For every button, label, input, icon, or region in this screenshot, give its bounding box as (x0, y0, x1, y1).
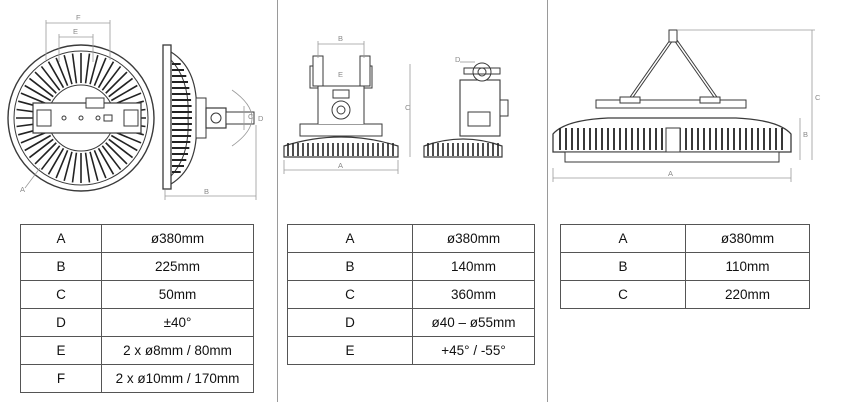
label-F: F (76, 13, 81, 22)
dimension-value: 220mm (685, 280, 810, 309)
label-C: C (815, 93, 821, 102)
panel-1-drawing (7, 20, 257, 200)
dimension-value: 50mm (101, 280, 254, 309)
dimension-value: ø380mm (412, 224, 535, 253)
label-B: B (204, 187, 209, 196)
dimension-key: A (287, 224, 413, 253)
label-A: A (668, 169, 673, 178)
label-B: B (803, 130, 808, 139)
side-view-clamp-fixture (423, 62, 509, 158)
dimension-value: 140mm (412, 252, 535, 281)
panel-2-drawing (283, 41, 509, 174)
dimension-key: D (287, 308, 413, 337)
dimension-key: C (560, 280, 686, 309)
panel-separator-1 (277, 0, 278, 402)
dimension-key: A (560, 224, 686, 253)
dimension-key: C (20, 280, 102, 309)
dimension-key: E (20, 336, 102, 365)
dimension-value: 110mm (685, 252, 810, 281)
label-D: D (258, 114, 264, 123)
label-A: A (338, 161, 343, 170)
panel-3-dimensions (552, 29, 815, 182)
dimension-key: B (20, 252, 102, 281)
table-row: E+45° / -55° (287, 336, 535, 365)
dimension-key: F (20, 364, 102, 393)
label-B: B (338, 34, 343, 43)
dimension-key: C (287, 280, 413, 309)
label-C: C (405, 103, 411, 112)
dimension-value: ø380mm (685, 224, 810, 253)
dimension-value: ø40 – ø55mm (412, 308, 535, 337)
dimension-value: 225mm (101, 252, 254, 281)
dimension-key: A (20, 224, 102, 253)
suspended-fixture (552, 29, 792, 163)
dimension-value: ±40° (101, 308, 254, 337)
dimension-key: E (287, 336, 413, 365)
panel-separator-2 (547, 0, 548, 402)
dimension-key: B (287, 252, 413, 281)
side-view-fixture (162, 44, 255, 190)
panel-3-drawing (552, 29, 815, 182)
dimension-value: ø380mm (101, 224, 254, 253)
table-row: D±40° (20, 308, 254, 337)
label-C: C (248, 112, 254, 121)
dimension-value: 2 x ø10mm / 170mm (101, 364, 254, 393)
front-view-bracket-fixture (283, 55, 399, 158)
dimension-value: 2 x ø8mm / 80mm (101, 336, 254, 365)
panel-2-dimensions-left (283, 41, 411, 174)
front-view-round-fixture (7, 44, 155, 192)
dimension-value: 360mm (412, 280, 535, 309)
dimension-key: D (20, 308, 102, 337)
label-D: D (455, 55, 461, 64)
drawing-labels: F E A B C D B E C A D C B A (20, 13, 821, 196)
label-E: E (338, 70, 343, 79)
label-A: A (20, 185, 25, 194)
dimension-key: B (560, 252, 686, 281)
label-E: E (73, 27, 78, 36)
dimension-value: +45° / -55° (412, 336, 535, 365)
front-view-dimensions (24, 20, 111, 189)
side-view-dimensions (164, 89, 257, 200)
